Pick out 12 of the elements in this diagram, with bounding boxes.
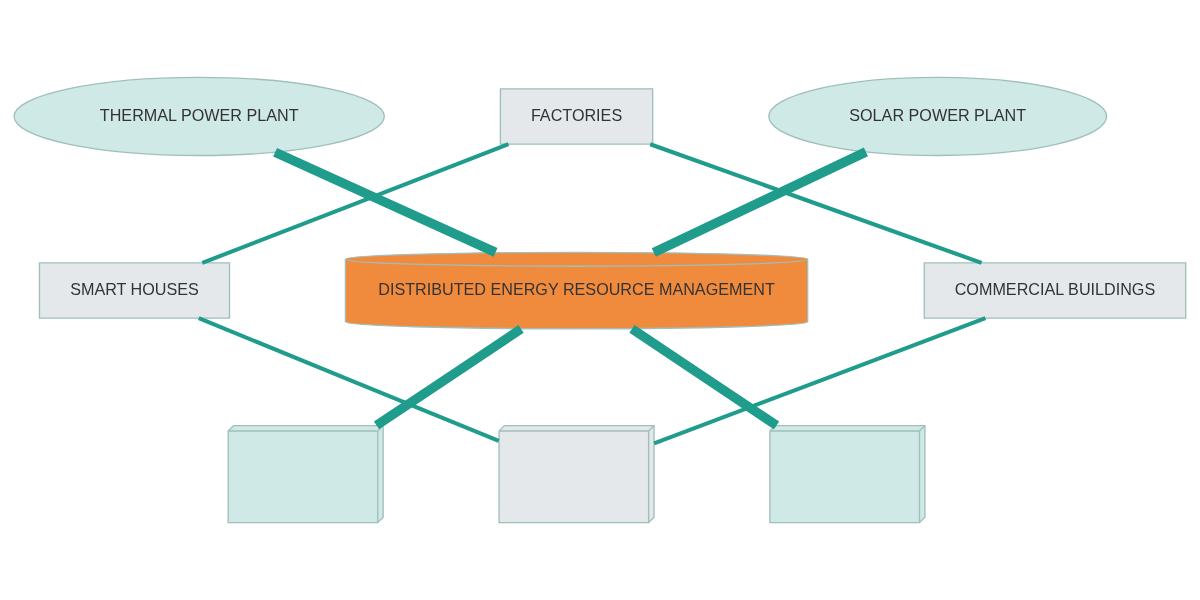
- connector: [653, 316, 987, 446]
- node-box: FACTORIES: [499, 88, 654, 145]
- connector: [629, 325, 780, 430]
- connector: [273, 148, 498, 257]
- node-box: COMMERCIAL BUILDINGS: [923, 262, 1187, 319]
- connector: [198, 316, 500, 443]
- node-ellipse: THERMAL POWER PLANT: [13, 76, 385, 157]
- connector: [651, 147, 868, 257]
- node-box: SMART HOUSES: [38, 262, 231, 319]
- connector: [649, 142, 983, 265]
- node-ellipse: SOLAR POWER PLANT: [768, 76, 1108, 157]
- connector: [201, 142, 510, 265]
